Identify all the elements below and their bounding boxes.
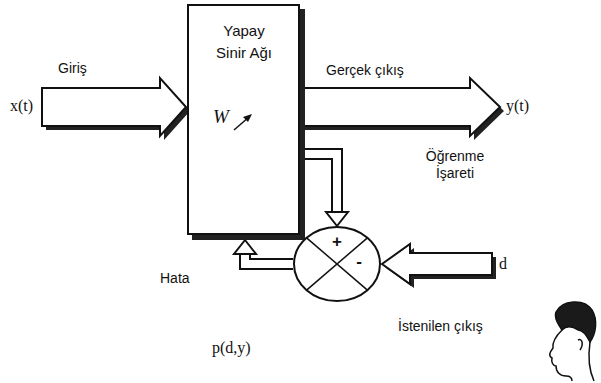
teacher-hair [555,302,595,342]
output-label: Gerçek çıkış [326,62,404,79]
plus-sign: + [332,232,342,252]
error-function: p(d,y) [212,338,251,357]
teacher-face [550,330,572,381]
teacher-signal-label: Öğrenme İşareti [412,148,498,182]
signal-name: y(t) [506,96,529,115]
hollow-connector [300,154,348,226]
teacher-neck [589,342,594,381]
output-arrow [300,78,500,136]
hollow-connector [234,240,293,264]
desired-arrow [382,244,492,284]
input-label: Giriş [58,60,87,77]
teacher-head [550,302,596,381]
teacher-ear [578,340,582,350]
arrow-head [326,212,348,226]
error-label: Hata [160,270,190,287]
minus-sign: - [356,252,362,272]
summing-junction: +- [293,226,381,302]
adjustable-weight-arrow [189,6,298,233]
desired-output-label: İstenilen çıkış [398,318,483,335]
input-arrow [42,78,186,136]
network-title: Yapay Sinir Ağı [209,20,279,64]
weight-symbol: W [213,106,229,129]
network-box: Yapay Sinir AğıW [187,4,300,235]
connector-shaft [300,154,337,213]
junction-circle [294,227,380,301]
connector-shaft [300,154,337,213]
signal-name: d [499,254,507,273]
weight-arrow-head [243,114,252,122]
signal-name: x(t) [10,96,33,115]
arrow-head [234,240,256,254]
